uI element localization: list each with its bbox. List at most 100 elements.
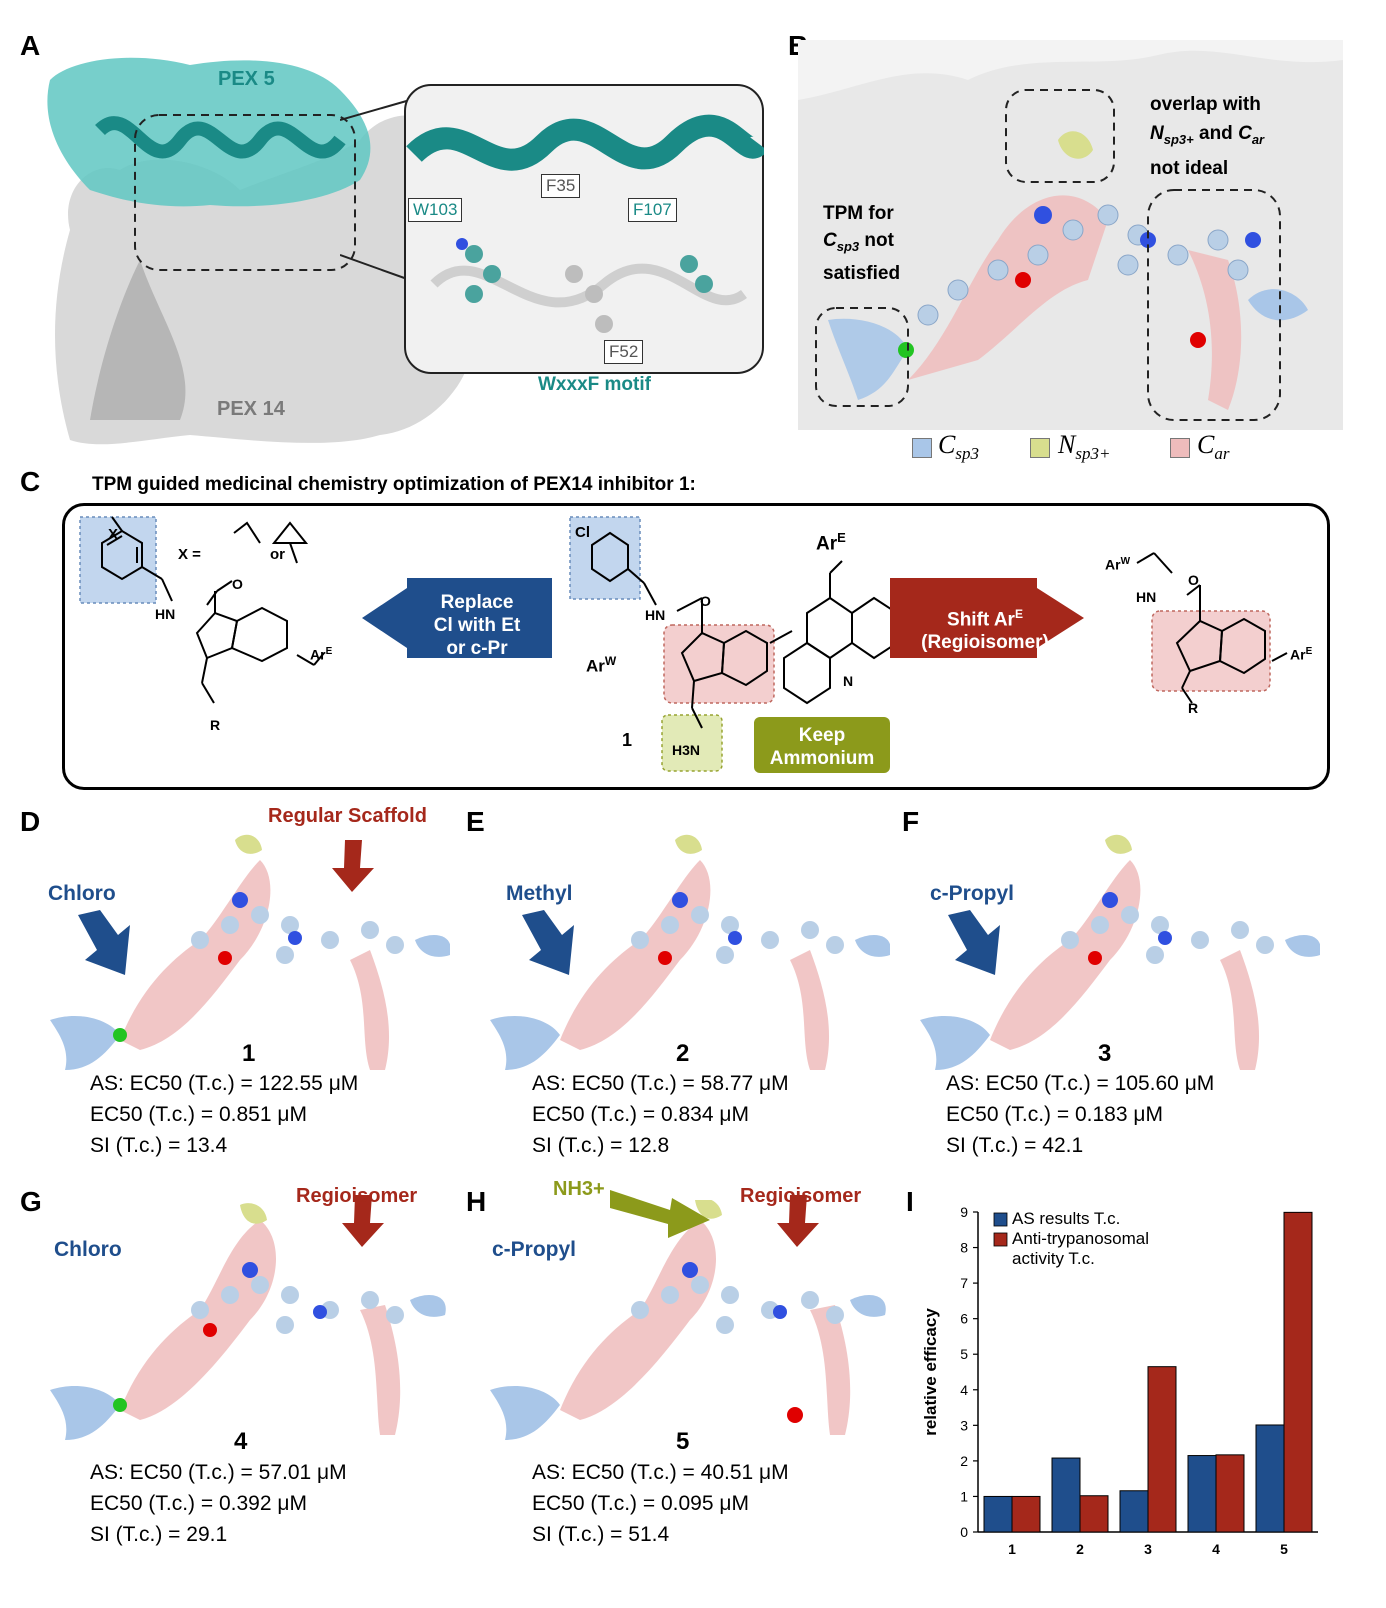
x-substituent-label: X <box>108 526 119 543</box>
cl-label: Cl <box>575 524 590 541</box>
panel-c-scheme <box>79 516 1288 773</box>
panel-label-i: I <box>906 1186 914 1217</box>
ammonium-label: H3N <box>672 742 701 758</box>
y-tick-label: 2 <box>960 1453 968 1469</box>
x-tick-label: 3 <box>1144 1541 1152 1557</box>
cpropyl-annotation-h: c-Propyl <box>492 1238 577 1261</box>
nh3-arrow <box>610 1190 710 1238</box>
residue-w103: W103 <box>408 198 463 222</box>
cpropyl-annotation-f: c-Propyl <box>930 882 1015 905</box>
y-axis-label: relative efficacy <box>921 1308 940 1436</box>
bar-as-4 <box>1187 1455 1217 1533</box>
hn-label-right: HN <box>1136 589 1157 605</box>
molecule-f <box>920 834 1320 1070</box>
zoom-lines <box>340 99 411 281</box>
r-label-right: R <box>1188 700 1199 716</box>
bar-as-3 <box>1119 1490 1149 1533</box>
wxxxf-motif-label: WxxxF motif <box>538 374 651 395</box>
tpm-note: TPM for Csp3 not satisfied <box>823 203 901 284</box>
panel-a-structure <box>47 57 477 445</box>
panel-b-pocket <box>798 40 1343 430</box>
legend-key-csp3 <box>912 438 932 458</box>
regular-scaffold-annotation: Regular Scaffold <box>268 805 427 827</box>
legend-key-car <box>1170 438 1190 458</box>
bar-anti-trypanosomal-2 <box>1079 1495 1109 1533</box>
zoom-inset <box>404 84 764 374</box>
stats-e: AS: EC50 (T.c.) = 58.77 μM EC50 (T.c.) =… <box>532 1072 789 1157</box>
legend-key-nsp3 <box>1030 438 1050 458</box>
are-label-center: ArE <box>816 530 846 555</box>
panel-c-title: TPM guided medicinal chemistry optimizat… <box>92 474 696 495</box>
panel-label-g: G <box>20 1186 42 1217</box>
residue-f35: F35 <box>541 174 581 198</box>
legend-key-0 <box>993 1212 1008 1227</box>
legend-key-1 <box>993 1232 1008 1247</box>
y-tick-label: 8 <box>960 1240 968 1256</box>
legend-label-1: activity T.c. <box>1012 1249 1095 1268</box>
y-tick-label: 7 <box>960 1275 968 1291</box>
x-tick-label: 5 <box>1280 1541 1288 1557</box>
legend-label-csp3: Csp3 <box>938 430 979 464</box>
chloro-annotation-g: Chloro <box>54 1238 122 1261</box>
stats-d: AS: EC50 (T.c.) = 122.55 μM EC50 (T.c.) … <box>90 1072 359 1157</box>
y-tick-label: 1 <box>960 1488 968 1504</box>
panel-label-d: D <box>20 806 41 837</box>
legend-label-nsp3: Nsp3+ <box>1058 430 1111 464</box>
y-tick-label: 5 <box>960 1346 968 1362</box>
residue-f52: F52 <box>604 340 644 364</box>
x-tick-label: 1 <box>1008 1541 1016 1557</box>
panel-label-a: A <box>20 30 41 61</box>
panel-label-c: C <box>20 466 41 497</box>
bar-as-5 <box>1255 1424 1285 1533</box>
bar-anti-trypanosomal-4 <box>1215 1454 1245 1533</box>
are-label-right: ArE <box>1290 646 1313 663</box>
molecule-e <box>490 834 890 1070</box>
y-tick-label: 3 <box>960 1417 968 1433</box>
legend-label-0: AS results T.c. <box>1012 1209 1120 1228</box>
stats-g: AS: EC50 (T.c.) = 57.01 μM EC50 (T.c.) =… <box>90 1461 347 1546</box>
arw-label-right: ArW <box>1105 556 1131 573</box>
r-label-left: R <box>210 717 221 733</box>
are-label-left: ArE <box>310 646 333 663</box>
x-tick-label: 2 <box>1076 1541 1084 1557</box>
methyl-annotation: Methyl <box>506 882 573 905</box>
y-tick-label: 6 <box>960 1311 968 1327</box>
compound-label-e: 2 <box>676 1040 690 1067</box>
o-label-left: O <box>232 576 243 592</box>
x-tick-label: 4 <box>1212 1541 1220 1557</box>
panel-label-e: E <box>466 806 485 837</box>
bar-anti-trypanosomal-5 <box>1283 1211 1313 1533</box>
hn-label-left: HN <box>155 606 176 622</box>
chloro-annotation-d: Chloro <box>48 882 116 905</box>
legend-label-1: Anti-trypanosomal <box>1012 1229 1149 1248</box>
regioisomer-annotation-g: Regioisomer <box>296 1185 418 1207</box>
compound-label-h: 5 <box>676 1428 690 1455</box>
bar-anti-trypanosomal-1 <box>1011 1495 1041 1533</box>
hn-label-center: HN <box>645 607 666 623</box>
arw-label: ArW <box>586 654 617 676</box>
pex5-helix <box>95 116 346 159</box>
stats-f: AS: EC50 (T.c.) = 105.60 μM EC50 (T.c.) … <box>946 1072 1215 1157</box>
compound-label-d: 1 <box>242 1040 256 1067</box>
bar-as-1 <box>983 1495 1013 1533</box>
pex14-label: PEX 14 <box>217 398 285 420</box>
o-label-center: O <box>700 593 711 609</box>
compound-label-f: 3 <box>1098 1040 1112 1067</box>
compound-label-g: 4 <box>234 1428 248 1455</box>
compound-1-label: 1 <box>622 730 633 750</box>
bar-as-2 <box>1051 1457 1081 1533</box>
x-definition-label: X = <box>178 546 201 563</box>
or-label: or <box>270 546 285 563</box>
molecule-d <box>50 834 450 1070</box>
keep-ammonium-box: Keep Ammonium <box>769 725 875 769</box>
n-label-quinoline: N <box>843 673 854 689</box>
y-tick-label: 9 <box>960 1204 968 1220</box>
panel-c-box <box>62 503 1330 790</box>
shift-are-arrow: Shift ArE (Regioisomer) <box>921 607 1049 654</box>
annotation-arrows <box>78 840 1000 1247</box>
residue-f107: F107 <box>628 198 677 222</box>
bar-anti-trypanosomal-3 <box>1147 1366 1177 1533</box>
molecule-h <box>490 1200 886 1440</box>
overlap-note: overlap with Nsp3+ and Car not ideal <box>1150 94 1265 179</box>
